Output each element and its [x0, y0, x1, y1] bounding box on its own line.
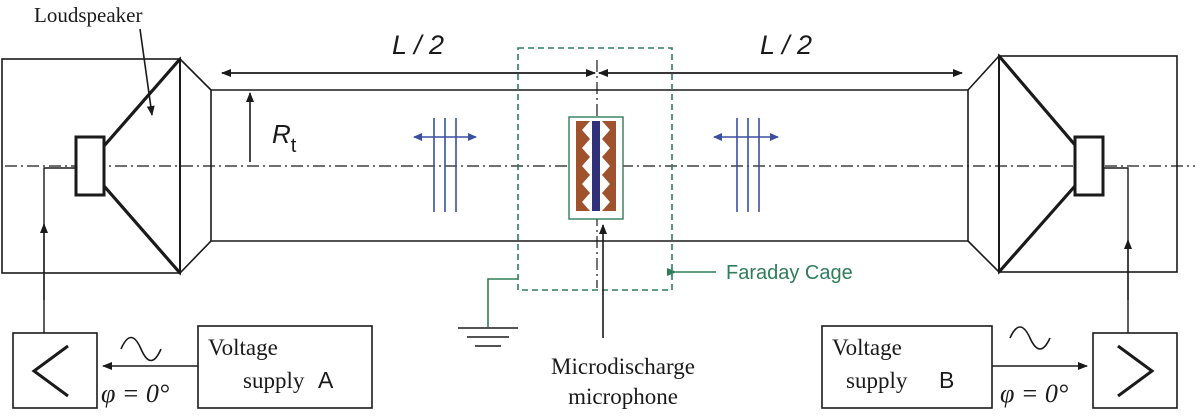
supply-a-line1: Voltage — [208, 335, 278, 360]
ground-symbol-icon — [458, 327, 518, 347]
amplifier-left — [12, 332, 98, 409]
supply-b-letter: B — [939, 367, 954, 393]
amplifier-triangle-right-icon — [1117, 344, 1155, 398]
right-loudspeaker-assembly — [967, 53, 1178, 275]
right-tube-transition — [967, 53, 1000, 274]
supply-b-line2: supply — [846, 368, 908, 393]
half-length-label-left: L / 2 — [392, 30, 444, 60]
radius-label: Rt — [272, 119, 297, 157]
right-electrode — [602, 121, 616, 211]
voltage-supply-b — [821, 325, 993, 409]
ground-wire — [487, 278, 518, 327]
wave-indicator-right — [713, 118, 779, 212]
wave-indicator-left — [413, 118, 477, 212]
microphone-label-line2: microphone — [568, 384, 678, 409]
left-electrode — [576, 121, 590, 211]
left-speaker-coil-icon — [74, 135, 106, 197]
loudspeaker-pointer — [139, 28, 155, 116]
loudspeaker-label: Loudspeaker — [34, 3, 142, 27]
radius-subscript: t — [291, 135, 297, 157]
center-electrode — [592, 121, 600, 211]
faraday-cage-label: Faraday Cage — [726, 262, 853, 284]
phase-label-right: φ = 0° — [1000, 379, 1068, 408]
supply-b-line1: Voltage — [832, 335, 902, 360]
right-speaker-coil-icon — [1073, 135, 1105, 197]
supply-a-line2: supply — [243, 368, 305, 393]
right-speaker-cone — [998, 53, 1076, 275]
half-length-label-right: L / 2 — [760, 30, 812, 60]
left-speaker-wire-out — [43, 167, 76, 333]
amplifier-right — [1092, 332, 1178, 409]
right-speaker-wire-out — [1103, 167, 1129, 333]
sine-wave-icon-left — [120, 336, 162, 362]
radius-symbol: R — [272, 119, 291, 149]
sine-wave-icon-right — [1009, 326, 1051, 350]
faraday-cage — [517, 47, 673, 291]
phase-label-left: φ = 0° — [101, 379, 169, 408]
voltage-supply-a — [197, 325, 373, 409]
supply-a-letter: A — [318, 367, 334, 393]
microphone-label-line1: Microdischarge — [551, 354, 695, 379]
amplifier-triangle-left-icon — [31, 344, 69, 398]
microdischarge-microphone — [568, 116, 624, 220]
